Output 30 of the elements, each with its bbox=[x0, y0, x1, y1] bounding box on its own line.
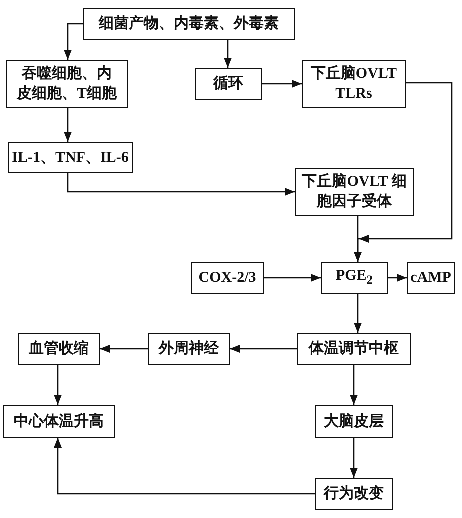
arrow bbox=[230, 345, 297, 353]
process-box: 细菌产物、内毒素、外毒素 bbox=[83, 8, 295, 40]
process-box: COX-2/3 bbox=[191, 262, 264, 294]
process-box: 下丘脑OVLT 细胞因子受体 bbox=[295, 168, 414, 216]
process-box: 吞噬细胞、内皮细胞、T细胞 bbox=[6, 60, 128, 108]
arrow bbox=[388, 274, 407, 282]
arrow bbox=[64, 23, 83, 60]
process-box: 下丘脑OVLT TLRs bbox=[302, 60, 406, 108]
process-box: 外周神经 bbox=[148, 333, 230, 365]
arrow bbox=[67, 173, 295, 196]
process-box: PGE$_{2}$ bbox=[321, 262, 388, 294]
arrow bbox=[64, 108, 72, 142]
process-box: IL-1、TNF、IL-6 bbox=[8, 142, 133, 173]
arrow bbox=[264, 274, 321, 282]
process-box: 大脑皮层 bbox=[315, 405, 393, 438]
process-box: 行为改变 bbox=[315, 478, 393, 510]
process-box: 中心体温升高 bbox=[3, 405, 115, 438]
process-box: 血管收缩 bbox=[18, 333, 100, 365]
arrow bbox=[54, 438, 315, 495]
arrow bbox=[224, 40, 232, 68]
arrow bbox=[100, 345, 148, 353]
arrow bbox=[350, 365, 358, 405]
arrow bbox=[262, 80, 302, 88]
arrow bbox=[354, 294, 362, 333]
arrow bbox=[354, 216, 362, 262]
process-box: 体温调节中枢 bbox=[297, 333, 411, 365]
process-box: 循环 bbox=[195, 68, 262, 100]
arrow bbox=[350, 438, 358, 478]
arrow bbox=[54, 365, 62, 405]
process-box: cAMP bbox=[407, 262, 455, 294]
